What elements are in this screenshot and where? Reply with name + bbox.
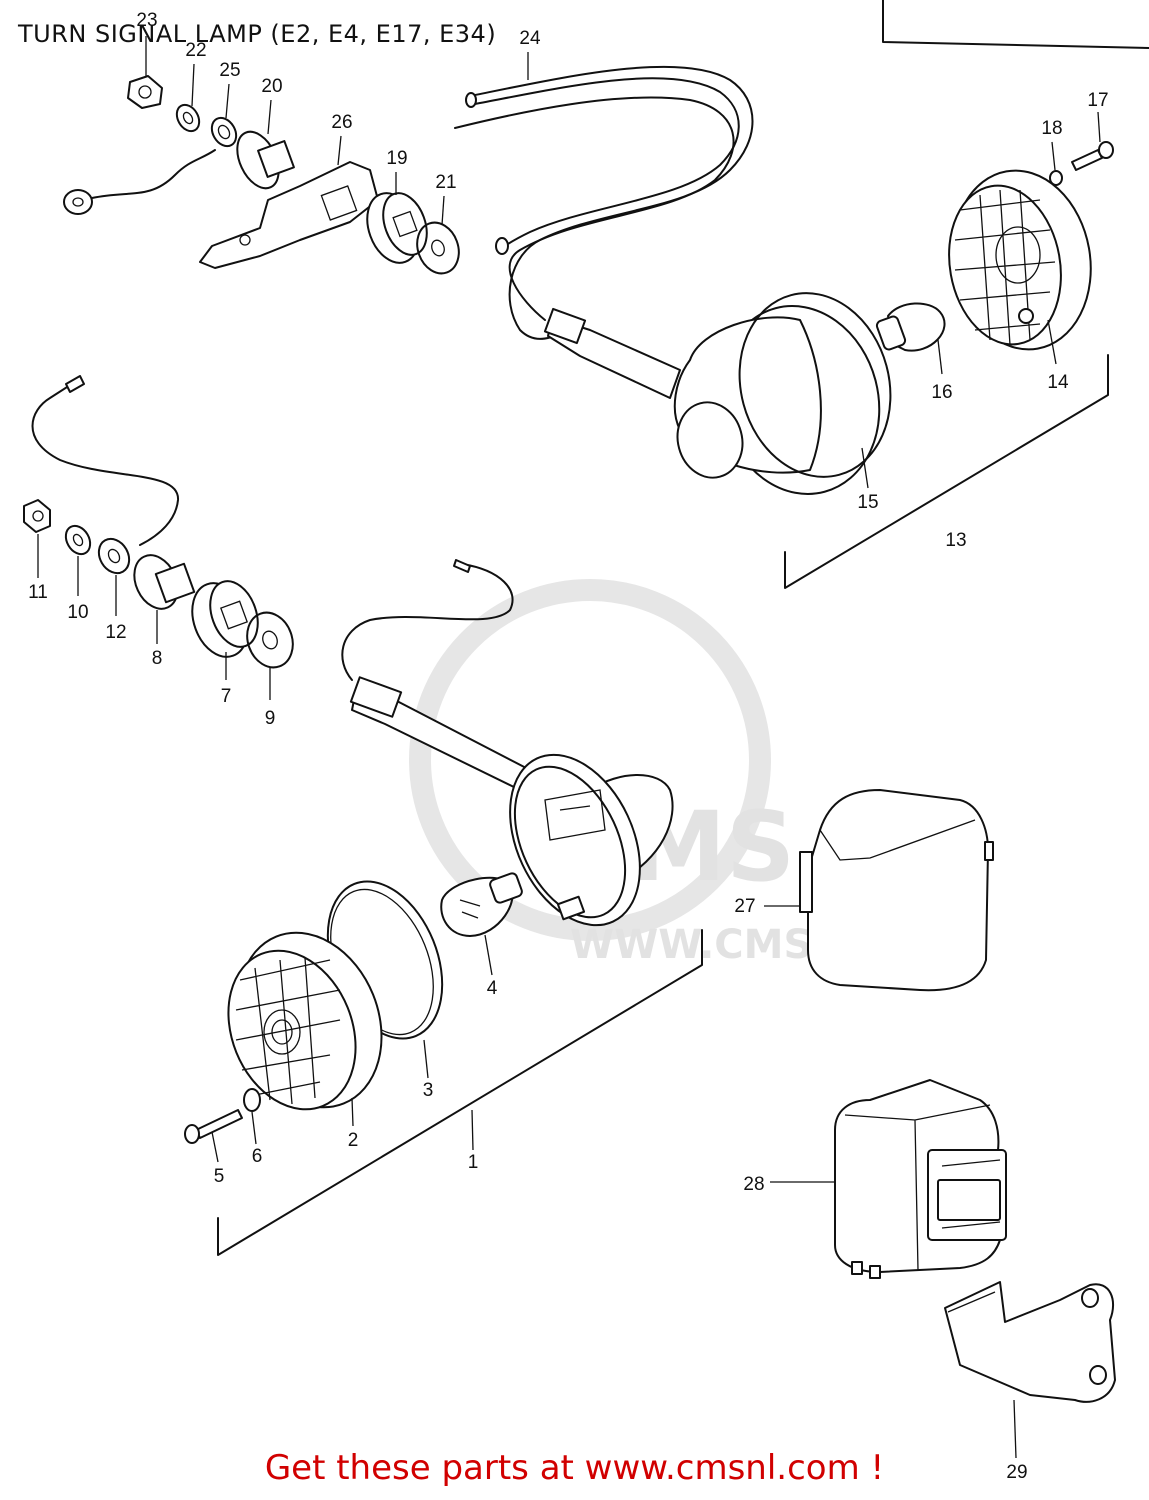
callout-29: 29: [1006, 1462, 1027, 1483]
callout-18: 18: [1041, 118, 1062, 139]
ground-terminal: [63, 189, 93, 215]
frame-corner: [882, 0, 1149, 49]
callout-3: 3: [423, 1080, 434, 1101]
callout-16: 16: [931, 382, 952, 403]
callout-17: 17: [1087, 90, 1108, 111]
callout-27: 27: [734, 896, 755, 917]
callout-23: 23: [136, 10, 157, 31]
turn-signal-assembly-1: [184, 559, 703, 1256]
nut-23: [127, 75, 163, 109]
washer-10: [64, 524, 92, 556]
callout-8: 8: [152, 648, 163, 669]
callout-13: 13: [945, 530, 966, 551]
diagram-title: TURN SIGNAL LAMP (E2, E4, E17, E34): [18, 20, 497, 48]
screw-17: [1071, 149, 1103, 171]
callout-14: 14: [1047, 372, 1069, 393]
washer-18: [1049, 170, 1063, 186]
upper-mounting-hardware: [63, 75, 460, 275]
leader-lines: [37, 36, 1101, 1459]
callout-labels: 23 22 25 20 26 19 21 24 18 17 16 14 15 1…: [28, 10, 1108, 1483]
relay-28: [834, 1079, 1007, 1279]
callout-9: 9: [265, 708, 276, 729]
turn-signal-assembly-13: [543, 141, 1114, 589]
callout-11: 11: [28, 582, 48, 603]
footer-link-text[interactable]: Get these parts at www.cmsnl.com !: [264, 1448, 885, 1488]
lower-mounting-hardware: [23, 375, 294, 669]
callout-4: 4: [487, 978, 498, 999]
wire-harness-24: [454, 65, 754, 340]
callout-26: 26: [331, 112, 352, 133]
callout-1: 1: [468, 1152, 479, 1173]
washer-25: [210, 116, 238, 148]
callout-20: 20: [261, 76, 282, 97]
bracket-29: [944, 1281, 1116, 1403]
bracket-26: [199, 161, 379, 269]
flasher-relay-27: [799, 789, 994, 992]
callout-12: 12: [105, 622, 126, 643]
washer-9: [246, 611, 294, 669]
washer-6: [243, 1088, 261, 1112]
ground-terminal-12: [97, 537, 131, 575]
callout-19: 19: [386, 148, 407, 169]
callout-5: 5: [214, 1166, 225, 1187]
callout-15: 15: [857, 492, 878, 513]
gasket: [738, 292, 892, 478]
callout-28: 28: [743, 1174, 764, 1195]
nut-11: [23, 499, 51, 533]
washer-21: [416, 221, 460, 275]
stem: [547, 317, 681, 399]
callout-25: 25: [219, 60, 240, 81]
callout-6: 6: [252, 1146, 263, 1167]
callout-7: 7: [221, 686, 232, 707]
callout-22: 22: [185, 40, 206, 61]
callout-24: 24: [519, 28, 541, 49]
group-bracket-1: [217, 929, 703, 1256]
callout-10: 10: [67, 602, 88, 623]
ground-wire: [91, 149, 216, 199]
screw-5: [195, 1109, 243, 1139]
group-bracket-13: [784, 354, 1109, 589]
callout-2: 2: [348, 1130, 359, 1151]
callout-21: 21: [435, 172, 456, 193]
washer-22: [175, 103, 201, 133]
